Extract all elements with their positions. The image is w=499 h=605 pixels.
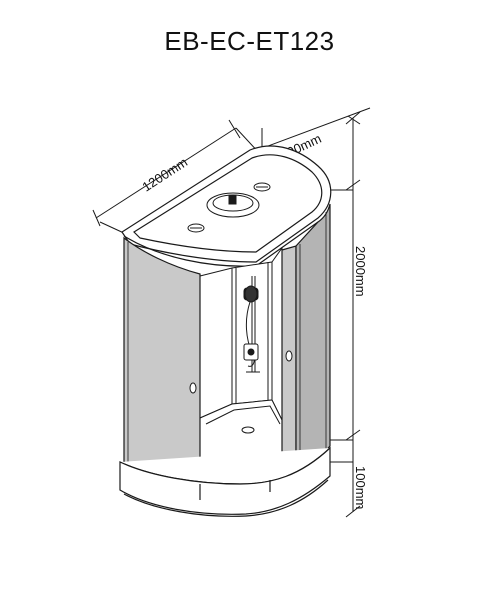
hand-shower-icon xyxy=(244,285,258,303)
tray-base-front xyxy=(119,446,331,515)
mixer-knob xyxy=(247,348,255,356)
dimension-height-tick-bottom xyxy=(345,505,361,518)
rain-shower-nozzle xyxy=(228,195,237,205)
dimension-height-tick-middle xyxy=(345,179,361,191)
dimension-width-tick-left xyxy=(92,209,101,227)
back-wall-left xyxy=(199,267,233,419)
cabin-back-wall xyxy=(199,246,283,421)
dimension-width-label: 1200mm xyxy=(139,154,190,194)
glass-panel-left xyxy=(123,236,201,481)
dimension-depth-extension-right xyxy=(347,115,361,125)
dimension-tray-label: 100mm xyxy=(353,466,368,509)
dimension-height-tick-top xyxy=(345,111,361,125)
drain-icon xyxy=(241,426,255,434)
tray-floor-step xyxy=(205,405,281,425)
dimension-height-tick-tray xyxy=(345,429,361,441)
roof-inner-rim xyxy=(133,154,323,253)
back-wall-right xyxy=(271,246,283,421)
tray-base-step xyxy=(199,480,271,500)
door-handle-right-icon xyxy=(285,350,293,362)
roof-details xyxy=(187,182,271,233)
dimension-width-line xyxy=(95,127,237,219)
glass-panel-right-side xyxy=(295,203,331,471)
dimension-depth-line xyxy=(251,107,371,153)
product-model-title: EB-EC-ET123 xyxy=(164,26,335,56)
tray-bottom-edge xyxy=(123,479,329,517)
shower-column xyxy=(243,276,260,373)
door-handle-left-icon xyxy=(189,382,197,394)
cabin-tray-base xyxy=(119,446,331,517)
dimension-height-label: 2000mm xyxy=(353,246,368,297)
door-handles xyxy=(189,350,293,394)
dimension-width-tick-right xyxy=(228,119,241,139)
